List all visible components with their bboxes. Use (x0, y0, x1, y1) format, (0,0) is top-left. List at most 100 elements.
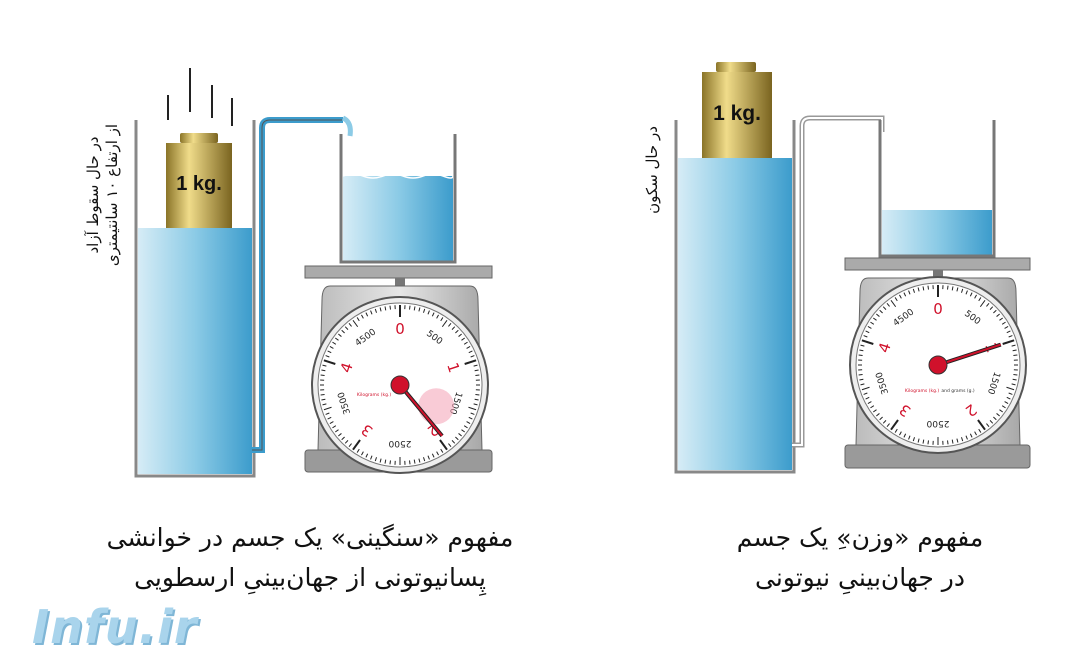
dial-tick (320, 374, 325, 376)
dial-tick (1006, 386, 1015, 391)
dial-tick (451, 440, 456, 444)
dial-tick (440, 448, 444, 453)
dial-tick (327, 416, 332, 420)
dial-tick (473, 364, 478, 367)
dial-tick (879, 416, 883, 421)
right-caption-line1: مفهوم «وزن»ِ یک جسم (736, 523, 984, 552)
dial-tick (455, 436, 459, 441)
dial-tick (1011, 344, 1016, 347)
right-weight-label: 1 kg. (713, 102, 761, 125)
dial-tick (865, 330, 870, 334)
dial-tick (379, 458, 382, 463)
dial-tick (861, 339, 874, 345)
dial-tick (886, 423, 890, 427)
dial-tick (986, 423, 990, 427)
dial-tick (860, 383, 865, 386)
left-caption: مفهوم «سنگینی» یک جسم در خوانشی پِسانیوت… (40, 518, 580, 598)
left-tall-beaker-water (138, 228, 252, 474)
dial-tick (361, 451, 364, 456)
dial-tick (427, 455, 430, 460)
dial-tick (1004, 326, 1009, 329)
dial-tick (956, 438, 959, 443)
dial-tick (912, 288, 915, 293)
dial-tick (1006, 396, 1011, 400)
right-small-beaker-water (882, 210, 992, 255)
dial-tick (365, 453, 369, 458)
dial-tick (332, 341, 337, 345)
dial-tick (882, 306, 887, 310)
dial-tick (338, 333, 342, 337)
dial-tick (867, 326, 872, 329)
dial-tick (418, 458, 421, 463)
side-label-line2: از ارتفاع ۱۰ سانتیمتری (103, 123, 121, 267)
dial-tick (431, 312, 435, 317)
dial-tick (908, 435, 911, 440)
dial-tick (947, 440, 949, 445)
dial-tick (461, 429, 466, 433)
dial-tick (320, 394, 325, 396)
dial-tick (352, 319, 359, 328)
dial-tick (961, 437, 964, 442)
dial-tick (872, 409, 877, 413)
dial-tick (344, 440, 349, 444)
dial-tick (999, 409, 1004, 413)
dial-tick (890, 419, 899, 431)
dial-tick (1002, 339, 1015, 345)
left-side-label: در حال سقوط آزاد از ارتفاع ۱۰ سانتیمتری (84, 105, 122, 285)
dial-tick (989, 420, 994, 424)
dial-tick (322, 403, 327, 406)
dial-tick (996, 413, 1000, 417)
dial-tick (334, 429, 339, 433)
right-dial-unit-suffix: and grams (g.) (941, 388, 975, 394)
dial-tick (912, 437, 915, 442)
dial-tick (858, 374, 863, 376)
dial-tick (348, 323, 352, 327)
dial-tick (461, 337, 466, 341)
dial-needle (399, 384, 443, 437)
dial-tick (886, 303, 890, 307)
dial-needle (937, 343, 1002, 366)
dial-tick (917, 438, 920, 443)
dial-tick (917, 287, 920, 292)
dial-major-label: 0 (933, 300, 943, 318)
dial-tick (468, 406, 477, 411)
falling-motion-lines (167, 68, 233, 126)
right-weight: 1 kg. (702, 62, 772, 158)
dial-tick (365, 312, 369, 317)
dial-tick (332, 425, 337, 429)
dial-tick (470, 412, 475, 415)
dial-tick (859, 378, 864, 381)
dial-minor-label: 2500 (388, 438, 411, 448)
dial-tick (374, 308, 377, 313)
right-dial-unit: Kilograms (kg.) (905, 388, 939, 394)
dial-major-label: 0 (395, 320, 405, 338)
side-label-text: در حال سکون (643, 126, 661, 214)
right-tall-beaker (674, 120, 796, 474)
dial-tick (327, 350, 332, 354)
dial-tick (322, 364, 327, 367)
dial-tick (876, 413, 880, 417)
dial-tick (341, 436, 345, 441)
dial-hub (928, 355, 948, 375)
dial-tick (899, 294, 902, 299)
dial-tick (1008, 335, 1013, 338)
left-weight-label: 1 kg. (176, 173, 222, 195)
dial-tick (466, 346, 471, 349)
dial-tick (858, 354, 863, 356)
dial-tick (1004, 401, 1009, 404)
dial-tick (463, 341, 468, 345)
dial-tick (899, 431, 902, 436)
dial-tick (1001, 405, 1006, 409)
dial-tick (996, 313, 1000, 317)
dial-tick (870, 405, 875, 409)
dial-tick (329, 346, 334, 349)
dial-tick (1012, 378, 1017, 381)
dial-tick (956, 287, 959, 292)
left-tall-beaker (134, 120, 256, 478)
dial-tick (859, 349, 864, 352)
dial-tick (977, 419, 986, 431)
dial-tick (338, 433, 342, 437)
